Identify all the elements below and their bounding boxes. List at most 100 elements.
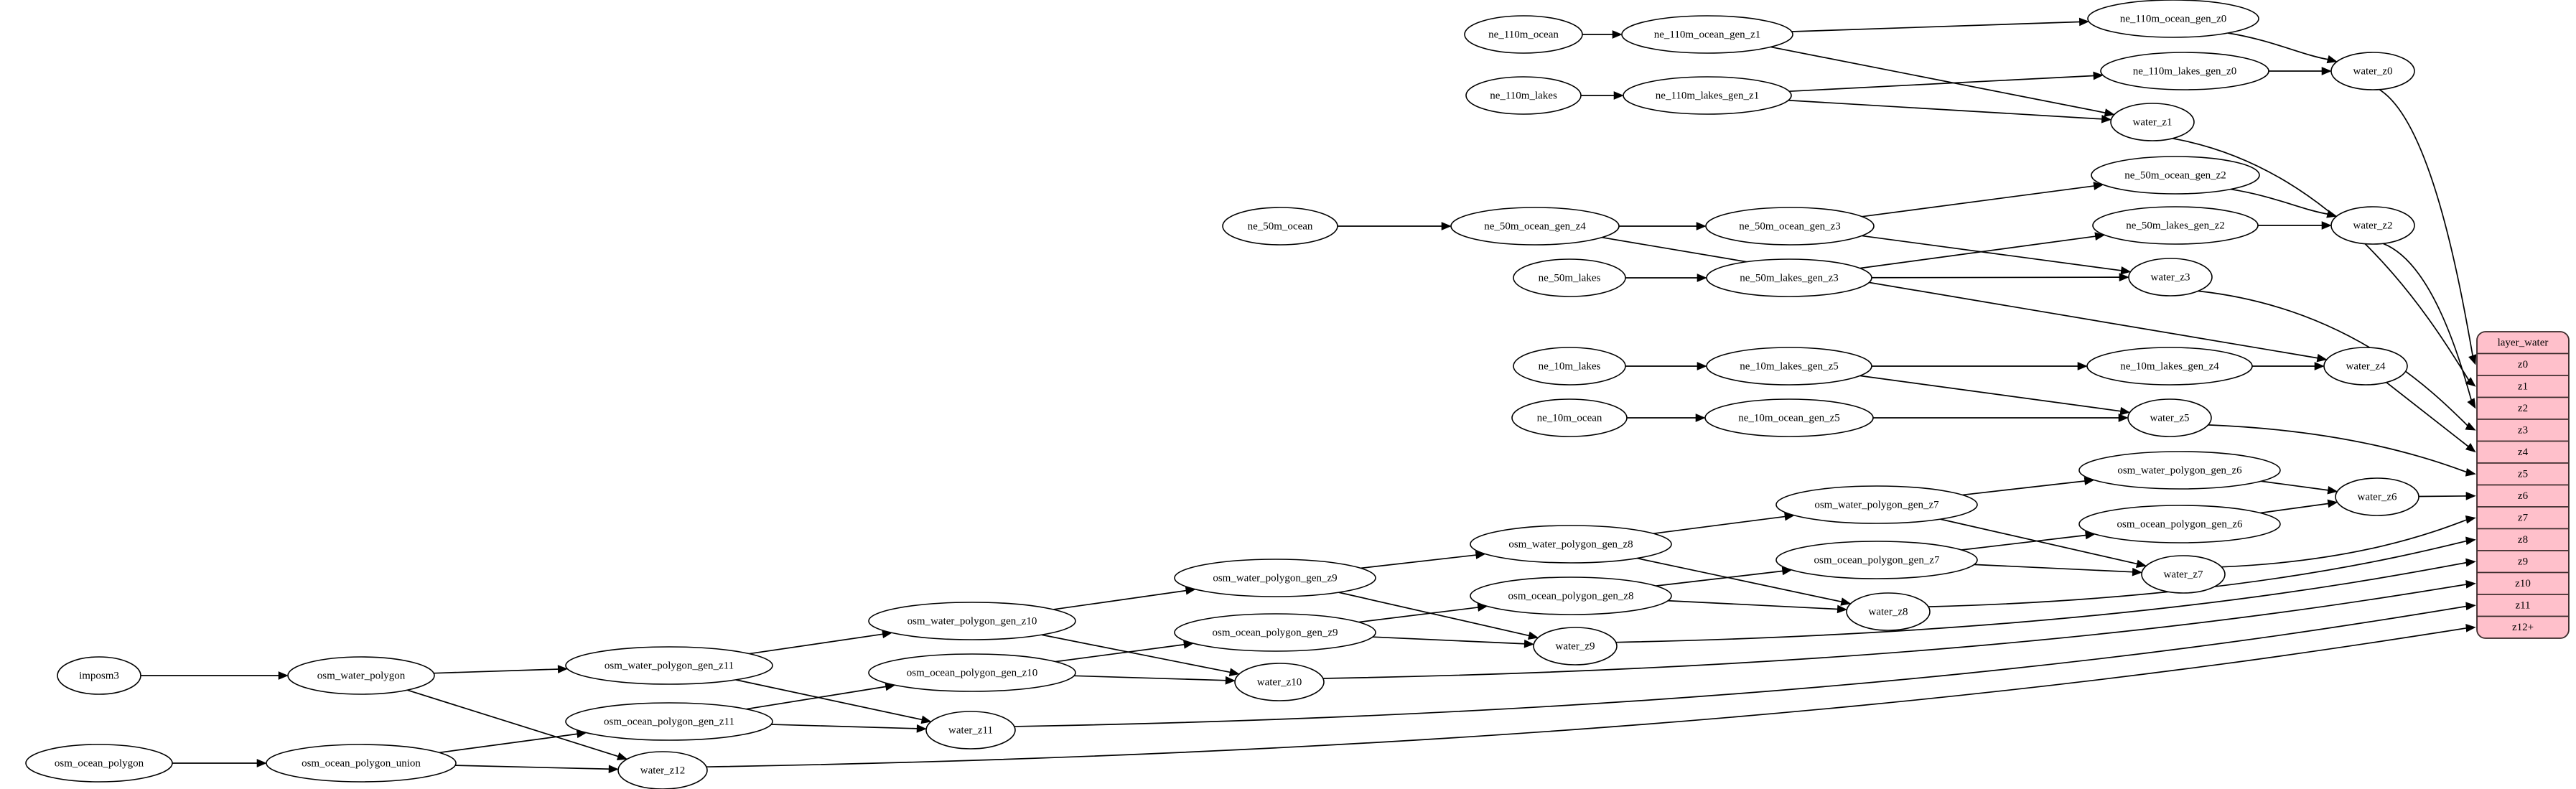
layer-water-row-z9[interactable] (2477, 550, 2569, 574)
layer-water-row-z11[interactable] (2477, 594, 2569, 617)
graph-node-osm_water_polygon_gen_z7[interactable]: osm_water_polygon_gen_z7 (1775, 485, 1978, 524)
edge-arrowhead-55 (916, 724, 927, 733)
node-shape-ne_110m_ocean_gen_z0 (2087, 0, 2259, 38)
graph-node-ne_10m_lakes_gen_z4[interactable]: ne_10m_lakes_gen_z4 (2086, 347, 2253, 386)
edge-ne_110m_ocean_gen_z1-to-water_z1 (1770, 46, 2107, 114)
edge-arrowhead-0 (1612, 30, 1623, 39)
graph-node-osm_water_polygon_gen_z8[interactable]: osm_water_polygon_gen_z8 (1470, 525, 1672, 564)
layer-water-row-z8[interactable] (2477, 528, 2569, 551)
edge-osm_ocean_polygon_gen_z8-to-water_z8 (1668, 599, 1839, 610)
edge-arrowhead-25 (2314, 362, 2325, 370)
graph-node-osm_water_polygon_gen_z9[interactable]: osm_water_polygon_gen_z9 (1174, 559, 1376, 597)
node-shape-osm_ocean_polygon_gen_z8 (1470, 576, 1672, 615)
graph-node-osm_ocean_polygon_gen_z6[interactable]: osm_ocean_polygon_gen_z6 (2078, 505, 2281, 543)
edge-osm_ocean_polygon_gen_z8-to-osm_ocean_polygon_gen_z7 (1656, 570, 1785, 587)
graph-node-osm_water_polygon[interactable]: osm_water_polygon (287, 656, 435, 695)
node-shape-water_z7 (2141, 555, 2226, 594)
graph-node-water_z11[interactable]: water_z11 (925, 711, 1016, 750)
edge-osm_water_polygon_gen_z8-to-osm_water_polygon_gen_z7 (1653, 515, 1787, 535)
node-shape-water_z2 (2330, 206, 2415, 245)
edge-osm_water_polygon_gen_z9-to-water_z9 (1338, 592, 1531, 637)
layer-water-row-z6[interactable] (2477, 484, 2569, 508)
edge-arrowhead-60 (616, 752, 628, 760)
graph-node-ne_10m_ocean_gen_z5[interactable]: ne_10m_ocean_gen_z5 (1704, 398, 1874, 437)
graph-node-water_z0[interactable]: water_z0 (2330, 52, 2415, 90)
graph-node-water_z10[interactable]: water_z10 (1234, 663, 1325, 701)
edge-ne_110m_ocean_gen_z0-to-water_z0 (2227, 32, 2330, 61)
graph-node-osm_ocean_polygon_gen_z9[interactable]: osm_ocean_polygon_gen_z9 (1174, 613, 1376, 652)
edge-ne_110m_ocean_gen_z1-to-ne_110m_ocean_gen_z0 (1791, 21, 2081, 32)
graph-node-water_z3[interactable]: water_z3 (2128, 258, 2213, 297)
graph-node-water_z9[interactable]: water_z9 (1533, 627, 1618, 666)
node-shape-water_z5 (2127, 398, 2212, 437)
node-shape-osm_water_polygon_gen_z8 (1470, 525, 1672, 564)
edge-ne_10m_lakes_gen_z5-to-water_z5 (1859, 375, 2123, 412)
graph-node-water_z6[interactable]: water_z6 (2335, 477, 2419, 516)
graph-node-water_z5[interactable]: water_z5 (2127, 398, 2212, 437)
node-shape-ne_10m_lakes_gen_z4 (2086, 347, 2253, 386)
graph-node-osm_water_polygon_gen_z10[interactable]: osm_water_polygon_gen_z10 (868, 602, 1076, 640)
layer-water-row-z2[interactable] (2477, 396, 2569, 420)
edge-water_z4-to-layer_water-z4 (2386, 381, 2470, 448)
graph-node-ne_110m_lakes[interactable]: ne_110m_lakes (1465, 76, 1582, 115)
graph-node-ne_50m_ocean_gen_z4[interactable]: ne_50m_ocean_gen_z4 (1450, 207, 1620, 246)
layer-water-row-z0[interactable] (2477, 353, 2569, 376)
edge-arrowhead-27 (2118, 414, 2129, 422)
layer-water-row-z5[interactable] (2477, 462, 2569, 486)
edge-arrowhead-56 (2465, 580, 2476, 589)
edge-arrowhead-51 (1225, 676, 1236, 685)
node-shape-ne_110m_ocean_gen_z1 (1621, 15, 1793, 54)
edge-osm_ocean_polygon_gen_z9-to-water_z9 (1372, 636, 1526, 645)
layer-water-row-z7[interactable] (2477, 506, 2569, 530)
graph-node-water_z12[interactable]: water_z12 (617, 751, 708, 789)
graph-node-osm_ocean_polygon[interactable]: osm_ocean_polygon (25, 744, 173, 783)
graph-node-ne_110m_ocean_gen_z1[interactable]: ne_110m_ocean_gen_z1 (1621, 15, 1793, 54)
node-shape-osm_ocean_polygon_gen_z6 (2078, 505, 2281, 543)
edge-osm_water_polygon_gen_z7-to-water_z7 (1940, 518, 2139, 565)
graph-node-ne_110m_ocean_gen_z0[interactable]: ne_110m_ocean_gen_z0 (2087, 0, 2259, 38)
graph-node-ne_50m_lakes_gen_z3[interactable]: ne_50m_lakes_gen_z3 (1706, 258, 1872, 297)
graph-node-ne_110m_lakes_gen_z1[interactable]: ne_110m_lakes_gen_z1 (1623, 76, 1792, 115)
graph-node-imposm3[interactable]: imposm3 (57, 656, 141, 695)
graph-node-osm_ocean_polygon_union[interactable]: osm_ocean_polygon_union (266, 744, 457, 783)
edge-osm_ocean_polygon_gen_z10-to-water_z10 (1073, 675, 1228, 681)
graph-node-ne_50m_lakes[interactable]: ne_50m_lakes (1513, 258, 1626, 297)
graph-node-water_z7[interactable]: water_z7 (2141, 555, 2226, 594)
edge-osm_ocean_polygon_gen_z11-to-osm_ocean_polygon_gen_z10 (746, 686, 888, 710)
graph-node-osm_water_polygon_gen_z11[interactable]: osm_water_polygon_gen_z11 (565, 646, 773, 685)
graph-node-ne_110m_lakes_gen_z0[interactable]: ne_110m_lakes_gen_z0 (2100, 52, 2269, 90)
node-shape-osm_ocean_polygon_gen_z7 (1775, 541, 1978, 579)
layer-water-row-z12[interactable] (2477, 615, 2569, 639)
graph-node-ne_10m_lakes_gen_z5[interactable]: ne_10m_lakes_gen_z5 (1706, 347, 1872, 386)
graph-node-ne_50m_ocean_gen_z3[interactable]: ne_50m_ocean_gen_z3 (1705, 207, 1875, 246)
graph-node-ne_50m_lakes_gen_z2[interactable]: ne_50m_lakes_gen_z2 (2092, 206, 2259, 245)
graph-node-ne_50m_ocean[interactable]: ne_50m_ocean (1222, 207, 1338, 246)
graph-node-ne_10m_ocean[interactable]: ne_10m_ocean (1511, 398, 1628, 437)
layer-water-row-z10[interactable] (2477, 571, 2569, 595)
node-shape-ne_50m_ocean (1222, 207, 1338, 246)
graph-node-ne_50m_ocean_gen_z2[interactable]: ne_50m_ocean_gen_z2 (2091, 156, 2260, 195)
node-shape-ne_50m_lakes_gen_z3 (1706, 258, 1872, 297)
graph-node-water_z8[interactable]: water_z8 (1846, 592, 1931, 631)
layer-water-row-z4[interactable] (2477, 440, 2569, 464)
graph-node-osm_water_polygon_gen_z6[interactable]: osm_water_polygon_gen_z6 (2078, 451, 2281, 490)
graph-node-osm_ocean_polygon_gen_z10[interactable]: osm_ocean_polygon_gen_z10 (868, 653, 1076, 692)
edge-osm_ocean_polygon_union-to-osm_ocean_polygon_gen_z11 (439, 733, 579, 754)
layer-water-row-z3[interactable] (2477, 419, 2569, 442)
graph-node-water_z1[interactable]: water_z1 (2110, 103, 2195, 141)
graph-node-osm_ocean_polygon_gen_z8[interactable]: osm_ocean_polygon_gen_z8 (1470, 576, 1672, 615)
graph-node-ne_10m_lakes[interactable]: ne_10m_lakes (1513, 347, 1626, 386)
graph-node-water_z2[interactable]: water_z2 (2330, 206, 2415, 245)
edge-arrowhead-35 (2132, 567, 2143, 576)
edge-osm_water_polygon-to-water_z12 (406, 689, 620, 758)
node-shape-ne_110m_ocean (1464, 15, 1583, 54)
edge-osm_water_polygon_gen_z9-to-osm_water_polygon_gen_z8 (1361, 554, 1478, 569)
graph-node-osm_ocean_polygon_gen_z7[interactable]: osm_ocean_polygon_gen_z7 (1775, 541, 1978, 579)
layer-water-row-z1[interactable] (2477, 375, 2569, 398)
node-shape-ne_10m_lakes_gen_z5 (1706, 347, 1872, 386)
edge-osm_ocean_polygon_union-to-water_z12 (455, 765, 611, 770)
graph-node-ne_110m_ocean[interactable]: ne_110m_ocean (1464, 15, 1583, 54)
edge-water_z10-to-layer_water-z10 (1322, 583, 2468, 679)
graph-node-water_z4[interactable]: water_z4 (2323, 347, 2408, 386)
graph-node-osm_ocean_polygon_gen_z11[interactable]: osm_ocean_polygon_gen_z11 (565, 702, 773, 741)
